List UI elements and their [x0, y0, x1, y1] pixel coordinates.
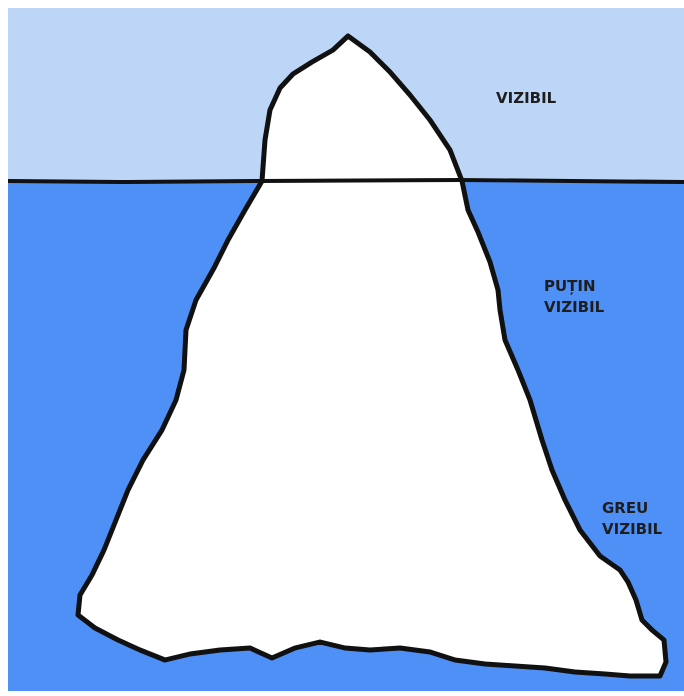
label-barely-visible-line1: PUȚIN	[544, 276, 604, 297]
label-barely-visible-line2: VIZIBIL	[544, 297, 604, 318]
label-barely-visible: PUȚIN VIZIBIL	[544, 276, 604, 318]
label-hardly-visible-line1: GREU	[602, 498, 662, 519]
label-visible-text: VIZIBIL	[496, 88, 556, 109]
label-hardly-visible: GREU VIZIBIL	[602, 498, 662, 540]
label-hardly-visible-line2: VIZIBIL	[602, 519, 662, 540]
waterline	[8, 180, 684, 182]
label-visible: VIZIBIL	[496, 88, 556, 109]
